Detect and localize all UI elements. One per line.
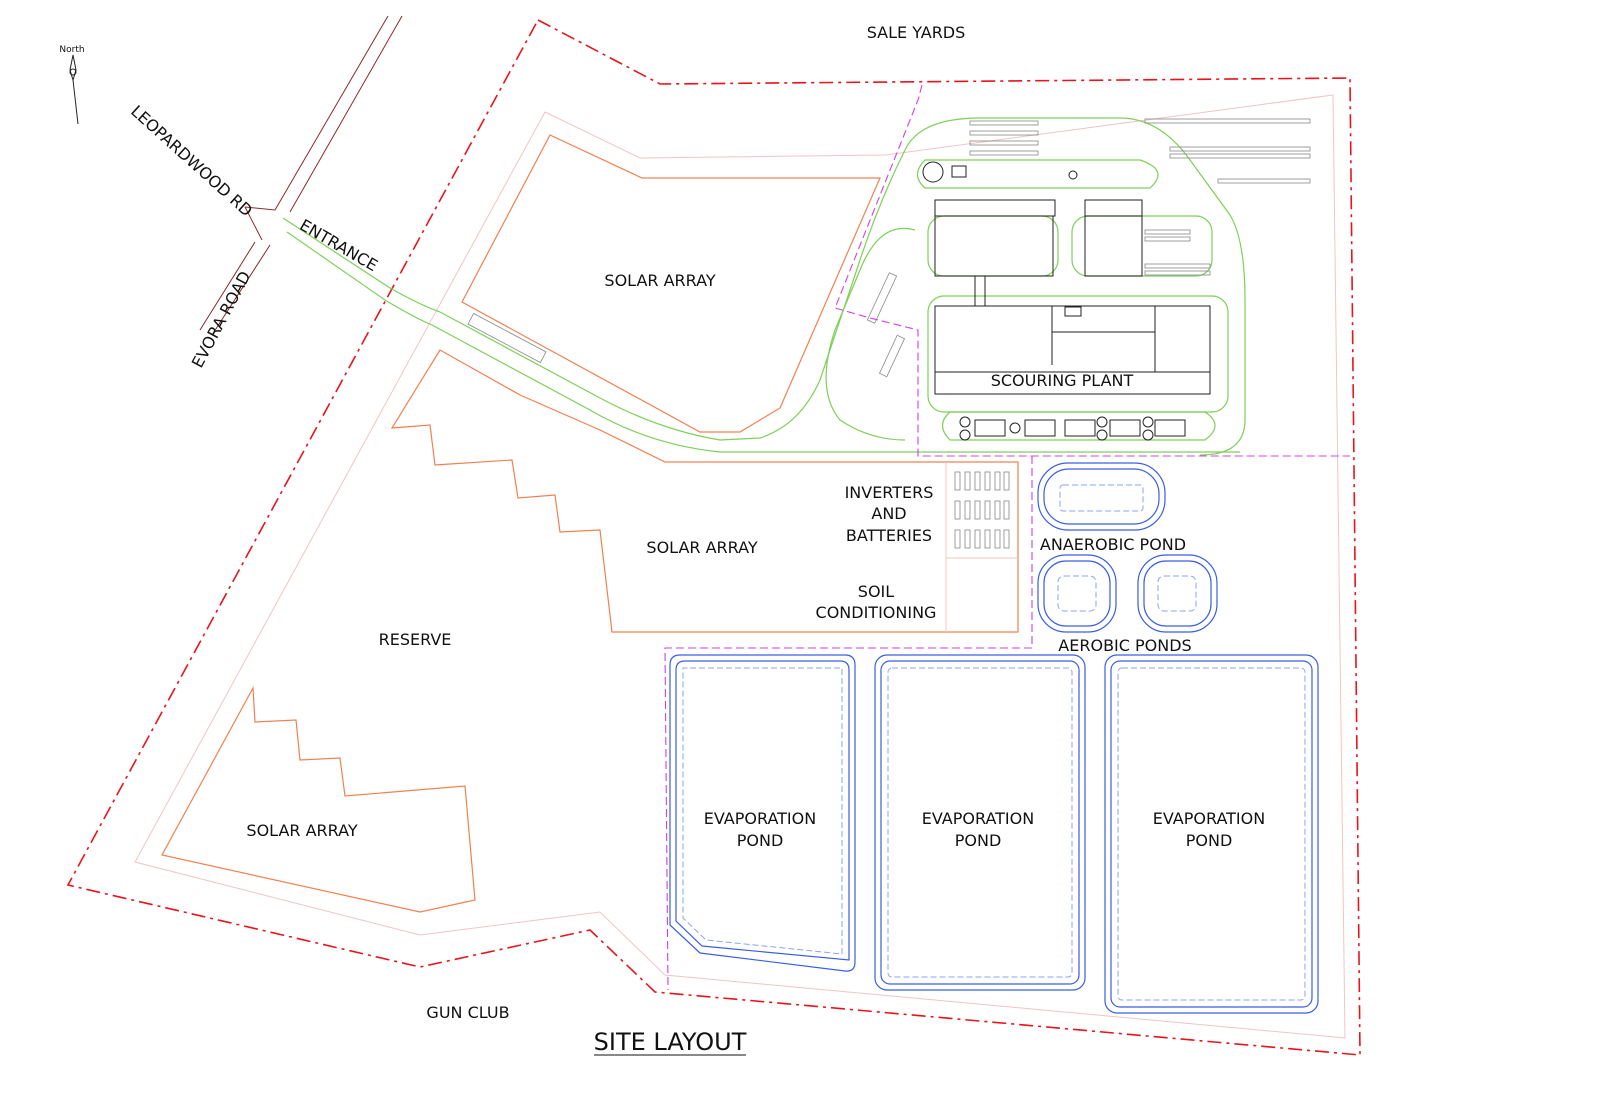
inverters-label-1: INVERTERS [845, 483, 934, 502]
scouring-plant-label: SCOURING PLANT [991, 371, 1134, 390]
solar-array-top [461, 134, 881, 433]
solar-array-middle [390, 349, 1019, 633]
north-arrow-icon [69, 54, 79, 125]
entrance-road [282, 149, 1240, 453]
solar-array-bottom [161, 685, 476, 913]
anaerobic-pond [1037, 462, 1166, 531]
setback-line [134, 94, 1346, 1039]
inverters-label-3: BATTERIES [846, 526, 932, 545]
evaporation-pond-1-label: EVAPORATION [704, 809, 816, 828]
inverter-area-lines [945, 462, 1018, 632]
inverter-batteries-blocks [954, 471, 1010, 549]
aerobic-ponds-label: AEROBIC PONDS [1058, 636, 1191, 655]
leopardwood-road-label: LEOPARDWOOD RD [127, 101, 256, 220]
solar-array-top-label: SOLAR ARRAY [604, 271, 715, 290]
evaporation-pond-3-label-2: POND [1186, 831, 1233, 850]
solar-array-middle-label: SOLAR ARRAY [646, 538, 757, 557]
plant-roads [825, 117, 1246, 456]
gun-club-label: GUN CLUB [426, 1003, 509, 1022]
entrance-label: ENTRANCE [297, 215, 381, 275]
parking-bays [866, 118, 1311, 378]
soil-label-1: SOIL [858, 582, 894, 601]
north-label: North [59, 45, 84, 55]
sale-yards-label: SALE YARDS [867, 23, 966, 42]
evaporation-pond-2-label: EVAPORATION [922, 809, 1034, 828]
aerobic-ponds [1037, 554, 1218, 633]
easement-line [664, 84, 1350, 991]
evaporation-pond-3-label: EVAPORATION [1153, 809, 1265, 828]
soil-label-2: CONDITIONING [816, 603, 937, 622]
evora-road-label: EVORA ROAD [188, 268, 255, 371]
inverters-label-2: AND [871, 504, 906, 523]
evaporation-pond-1-label-2: POND [737, 831, 784, 850]
site-boundary [66, 18, 1361, 1056]
reserve-label: RESERVE [379, 630, 452, 649]
scouring-plant-buildings [922, 161, 1211, 441]
leopardwood-road [199, 15, 403, 336]
evaporation-ponds [669, 654, 1319, 1014]
solar-array-bottom-label: SOLAR ARRAY [246, 821, 357, 840]
drawing-title: SITE LAYOUT [594, 1028, 747, 1056]
anaerobic-pond-label: ANAEROBIC POND [1040, 535, 1186, 554]
evaporation-pond-2-label-2: POND [955, 831, 1002, 850]
